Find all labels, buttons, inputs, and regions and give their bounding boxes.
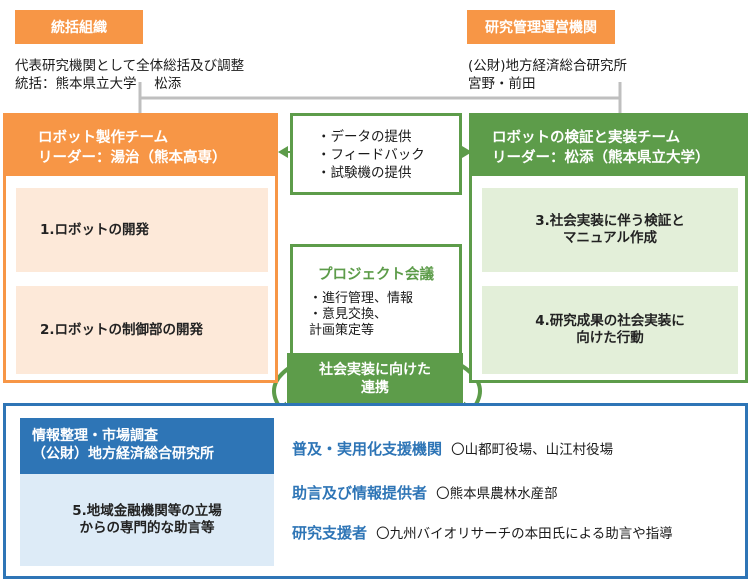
support-row-research: 研究支援者 〇九州バイオリサーチの本田氏による助言や指導 xyxy=(292,522,673,543)
task-5-box: 5.地域金融機関等の立場 からの専門的な助言等 xyxy=(20,474,274,566)
unified-org-tag: 統括組織 xyxy=(15,10,143,44)
exchange-item-data: ・データの提供 xyxy=(317,129,412,145)
task-1-label: 1.ロボットの開発 xyxy=(40,221,150,238)
support-title-research: 研究支援者 xyxy=(292,524,368,542)
support-row-advisor: 助言及び情報提供者 〇熊本県農林水産部 xyxy=(292,482,558,503)
task-2-label: 2.ロボットの制御部の開発 xyxy=(40,321,204,338)
info-title: 情報整理・市場調査 （公財）地方経済総合研究所 xyxy=(32,428,214,462)
management-org-tag: 研究管理運営機関 xyxy=(467,10,615,44)
management-org-line1: (公財)地方経済総合研究所 xyxy=(468,58,628,74)
task-3-box: 3.社会実装に伴う検証と マニュアル作成 xyxy=(482,188,738,272)
unified-org-line2: 統括：熊本県立大学 松添 xyxy=(15,76,182,92)
left-team-title-line1: ロボット製作チーム xyxy=(38,130,169,146)
project-meeting-box: プロジェクト会議 ・進行管理、情報 ・意見交換、 計画策定等 xyxy=(290,244,462,360)
robot-verification-team: ロボットの検証と実装チーム リーダー：松添（熊本県立大学） 3.社会実装に伴う検… xyxy=(469,113,748,383)
support-title-advisor: 助言及び情報提供者 xyxy=(292,484,428,502)
collaboration-label: 社会実装に向けた 連携 xyxy=(319,362,431,396)
management-org-line2: 宮野・前田 xyxy=(468,76,536,92)
task-3-label: 3.社会実装に伴う検証と マニュアル作成 xyxy=(535,213,685,246)
exchange-box: ・データの提供 ・フィードバック ・試験機の提供 xyxy=(290,113,462,195)
support-row-dissemination: 普及・実用化支援機関 〇山都町役場、山江村役場 xyxy=(292,438,613,459)
support-detail-research: 〇九州バイオリサーチの本田氏による助言や指導 xyxy=(376,526,673,542)
support-detail-advisor: 〇熊本県農林水産部 xyxy=(436,486,558,502)
task-1-box: 1.ロボットの開発 xyxy=(16,188,268,272)
left-team-header: ロボット製作チーム リーダー：湯治（熊本高専） xyxy=(6,116,275,176)
support-section: 情報整理・市場調査 （公財）地方経済総合研究所 5.地域金融機関等の立場 からの… xyxy=(3,403,748,579)
task-4-box: 4.研究成果の社会実装に 向けた行動 xyxy=(482,286,738,374)
unified-org-line1: 代表研究機関として全体総括及び調整 xyxy=(15,58,245,74)
left-team-title-line2: リーダー：湯治（熊本高専） xyxy=(38,150,227,166)
collaboration-label-box: 社会実装に向けた 連携 xyxy=(287,353,463,405)
support-detail-dissemination: 〇山都町役場、山江村役場 xyxy=(451,442,614,458)
support-title-dissemination: 普及・実用化支援機関 xyxy=(292,440,443,458)
right-team-title-line2: リーダー：松添（熊本県立大学） xyxy=(492,150,710,166)
task-5-label: 5.地域金融機関等の立場 からの専門的な助言等 xyxy=(72,503,222,536)
robot-production-team: ロボット製作チーム リーダー：湯治（熊本高専） 1.ロボットの開発 2.ロボット… xyxy=(3,113,278,383)
right-team-title-line1: ロボットの検証と実装チーム xyxy=(492,130,681,146)
task-2-box: 2.ロボットの制御部の開発 xyxy=(16,286,268,374)
right-team-header: ロボットの検証と実装チーム リーダー：松添（熊本県立大学） xyxy=(472,116,745,176)
project-meeting-title: プロジェクト会議 xyxy=(318,267,434,283)
task-4-label: 4.研究成果の社会実装に 向けた行動 xyxy=(535,313,685,346)
project-meeting-items: ・進行管理、情報 ・意見交換、 計画策定等 xyxy=(309,291,414,338)
info-header: 情報整理・市場調査 （公財）地方経済総合研究所 xyxy=(20,418,274,474)
exchange-item-feedback: ・フィードバック xyxy=(317,147,425,163)
exchange-item-prototype: ・試験機の提供 xyxy=(317,165,412,181)
